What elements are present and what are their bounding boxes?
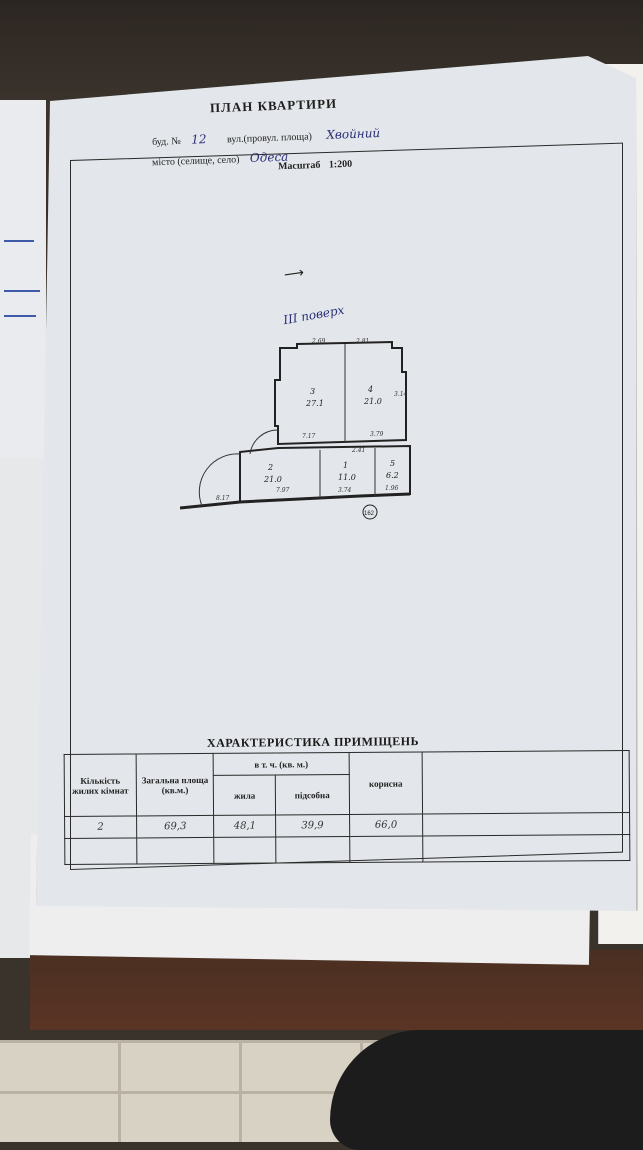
characteristics-table: Кількість жилих кімнат Загальна площа (к… [64,750,631,865]
cell-living: 48,1 [213,814,276,838]
room-number: 2 [267,463,273,472]
dimension-label: 3.79 [370,431,384,438]
cell-empty [349,835,424,863]
dimension-label: 3.74 [338,487,352,494]
header-living: жила [213,774,276,816]
cell-empty [64,837,137,865]
cell-rooms: 2 [64,815,137,839]
shoe [330,1030,643,1150]
floor-plan-sheet [36,56,636,911]
cell-auxiliary: 39,9 [275,814,350,837]
cell-empty [214,836,276,864]
apartment-floor-plan: 3 27.1 4 21.0 2 21.0 1 11.0 5 6.2 2.69 2… [180,338,411,520]
cell-useful: 66,0 [349,813,423,837]
dimension-label: 3.14 [394,391,408,398]
dimension-label: 2.41 [351,447,365,454]
cell-empty [136,837,215,864]
room-number: 3 [310,387,315,396]
upper-wing-outline [274,340,407,446]
dimension-label: 1.96 [385,485,399,492]
scribble-mark [4,290,40,292]
header-rooms: Кількість жилих кімнат [64,753,137,817]
scribble-mark [4,240,34,242]
cell-empty [422,812,630,836]
header-useful: корисна [348,751,423,815]
header-total-area: Загальна площа (кв.м.) [135,753,214,816]
header-empty [422,750,630,814]
building-number: 12 [191,132,207,147]
north-arrow-icon: ⟶ [283,265,306,284]
background-document-left [0,100,46,463]
room-number: 1 [343,461,348,470]
header-including: в т. ч. (кв. м.) [213,752,349,776]
dimension-label: 2.69 [311,338,326,345]
baseline-wall [180,492,411,510]
room-area: 27.1 [305,399,324,408]
dimension-label: 8.17 [216,495,230,502]
room-area: 11.0 [338,473,356,482]
bay-window-arc [198,453,241,507]
room-area: 21.0 [263,475,282,484]
scribble-mark [4,315,36,317]
building-label: буд. № [151,135,182,148]
room-number: 4 [367,385,373,394]
room-number: 5 [390,459,395,468]
dimension-label: 2.81 [355,338,369,345]
header-auxiliary: підсобна [275,774,350,815]
table-row [64,834,630,865]
characteristics-title: ХАРАКТЕРИСТИКА ПРИМІЩЕНЬ [206,734,420,750]
street-value: Хвойний [326,126,381,142]
dimension-label: 7.17 [302,433,316,440]
dimension-label: 7.97 [276,487,290,494]
room-area: 6.2 [386,471,399,480]
cell-empty [422,834,630,862]
stamp-circle [362,504,378,520]
stamp-number: 162 [364,511,375,517]
cell-empty [275,836,350,863]
cell-total: 69,3 [136,815,215,838]
bay-window-arc [249,429,279,455]
room-area: 21.0 [363,397,382,406]
